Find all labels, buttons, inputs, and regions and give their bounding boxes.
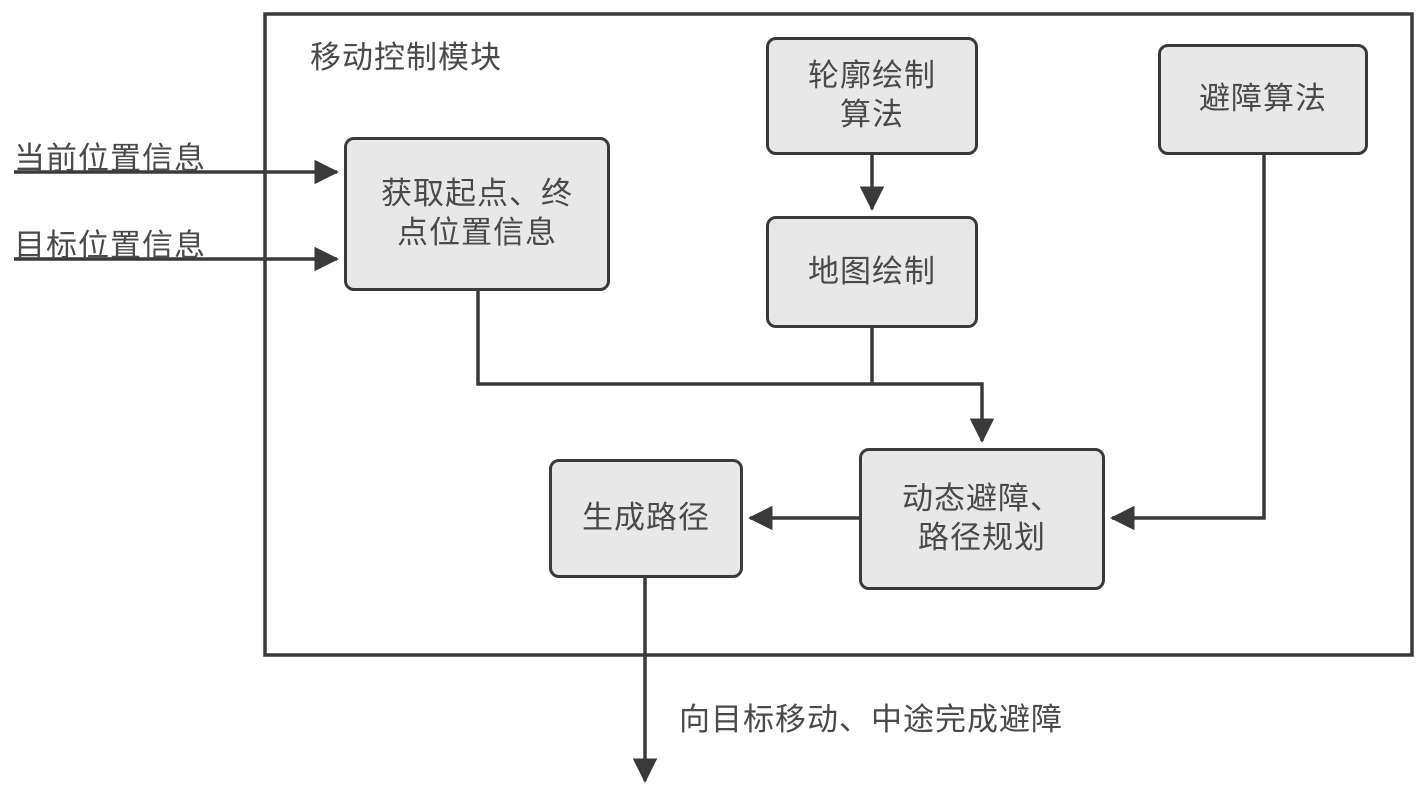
node-dynamic-avoidance[interactable]: 动态避障、 路径规划 [859, 448, 1105, 590]
edge-obstacle-to-dynamic [1110, 155, 1266, 531]
node-contour-algorithm[interactable]: 轮廓绘制 算法 [766, 37, 978, 155]
output-label-move-to-target: 向目标移动、中途完成避障 [679, 702, 1063, 737]
node-map-drawing[interactable]: 地图绘制 [766, 216, 978, 328]
input-label-current-position: 当前位置信息 [14, 141, 206, 176]
node-generate-path[interactable]: 生成路径 [549, 459, 743, 578]
input-label-target-position: 目标位置信息 [14, 228, 206, 263]
module-container-title: 移动控制模块 [310, 40, 502, 75]
node-obstacle-algorithm[interactable]: 避障算法 [1158, 44, 1368, 155]
node-acquire-endpoints[interactable]: 获取起点、终 点位置信息 [344, 137, 610, 291]
